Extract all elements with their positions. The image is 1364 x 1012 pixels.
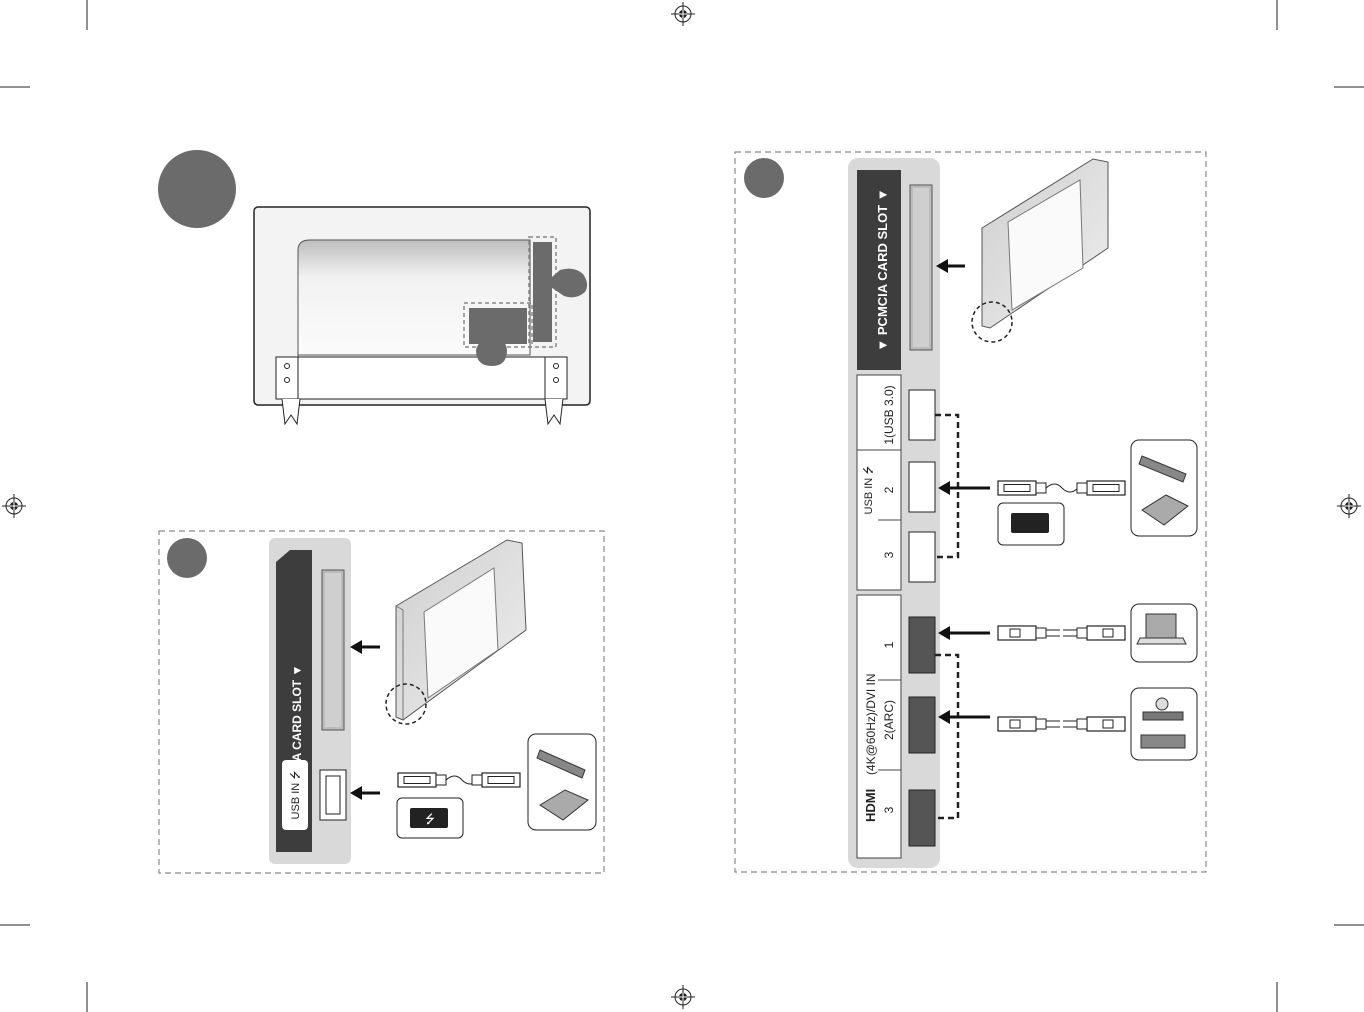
step-circle	[167, 538, 207, 578]
camcorder-icon	[1142, 711, 1184, 721]
blu-ray-player-icon	[1140, 734, 1186, 749]
usb-port-2[interactable]	[908, 461, 936, 513]
usb-label-box	[282, 760, 308, 830]
registration-mark-icon	[670, 1, 696, 27]
usb-hub-icon	[1138, 455, 1187, 483]
arrow-icon	[938, 626, 950, 640]
arrow-icon	[350, 786, 362, 800]
hdmi-group-label: (4K@60Hz)/DVI IN	[864, 673, 878, 775]
pcmcia-label: ▼ PCMCIA CARD SLOT ▼	[290, 665, 304, 816]
usb-plug-icon	[397, 772, 447, 788]
usb-port-1[interactable]	[908, 389, 936, 441]
registration-mark-icon	[1, 493, 27, 519]
hdmi-port-1[interactable]	[908, 616, 936, 674]
step-circle	[744, 158, 784, 198]
hdmi-logo: HDMI	[863, 789, 878, 822]
hdmi-port-3-label: 3	[882, 806, 896, 813]
usb-in-label: USB IN ⭍	[862, 466, 875, 515]
arrow-icon	[936, 259, 948, 273]
registration-mark-icon	[670, 984, 696, 1010]
hdmi-plug-icon	[997, 716, 1061, 732]
hdmi-port-2[interactable]	[908, 696, 936, 754]
usb-port-3[interactable]	[908, 531, 936, 583]
hdmi-plug-icon	[997, 625, 1061, 641]
panel-a: ▼ PCMCIA CARD SLOT ▼ USB IN ⭍ ⭍	[158, 530, 605, 874]
panel-b: ▼ PCMCIA CARD SLOT ▼ USB IN ⭍ 1(USB 3.0)…	[734, 151, 1207, 873]
laptop-icon	[1145, 613, 1177, 639]
usb-in-label: USB IN ⭍	[289, 771, 302, 820]
callout-bubble	[545, 268, 588, 298]
label-bar	[857, 170, 901, 370]
pcmcia-label: ▼ PCMCIA CARD SLOT ▼	[875, 188, 890, 351]
usb-hub-icon	[536, 749, 586, 779]
external-hdd-icon	[1141, 494, 1189, 526]
step-circle	[158, 150, 236, 228]
hdmi-port-3[interactable]	[908, 789, 936, 847]
usb-port-1-label: 1(USB 3.0)	[882, 385, 896, 444]
svg-text:⭍: ⭍	[425, 812, 435, 826]
callout-bubble	[476, 330, 507, 366]
arrow-icon	[938, 710, 950, 724]
usb-port-3-label: 3	[882, 551, 896, 558]
usb-plug-icon	[997, 480, 1047, 496]
usb-stick-icon	[410, 808, 448, 828]
registration-mark-icon	[1336, 493, 1362, 519]
hdmi-label-area	[856, 594, 902, 859]
usb-port-2-label: 2	[882, 486, 896, 493]
tv-rear-illustration	[158, 150, 591, 426]
arrow-icon	[938, 481, 950, 495]
usb-stick-icon	[1011, 513, 1049, 533]
hdmi-port-2-label: 2(ARC)	[882, 700, 896, 740]
hdmi-port-1-label: 1	[882, 641, 896, 648]
usb-label-area	[856, 374, 902, 591]
arrow-icon	[350, 640, 362, 654]
external-hdd-icon	[539, 789, 589, 821]
